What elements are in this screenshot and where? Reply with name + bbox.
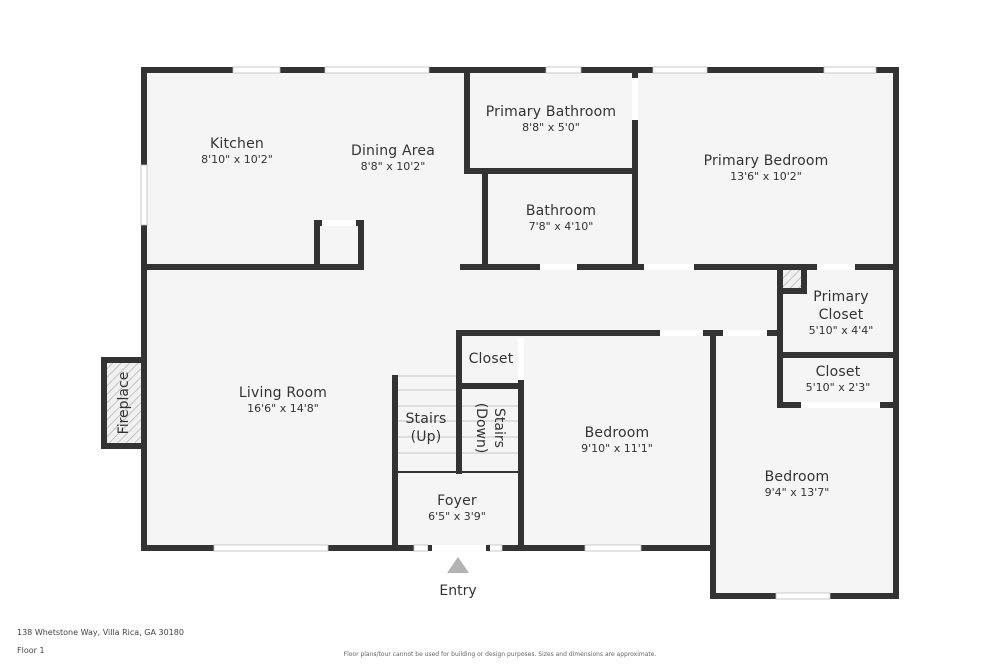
disclaimer: Floor plans/tour cannot be used for buil… (343, 651, 657, 658)
room-name: Kitchen (209, 136, 265, 152)
room-dimensions: 5'10" x 4'4" (808, 324, 874, 337)
room-dimensions: 9'4" x 13'7" (764, 486, 830, 499)
room-stairs-down: Stairs (Down) (472, 403, 508, 454)
room-living-room: Living Room 16'6" x 14'8" (239, 384, 327, 416)
room-dimensions: 13'6" x 10'2" (730, 170, 802, 183)
room-name: Closet (468, 351, 514, 367)
stairs-down-treads (462, 405, 518, 454)
room-name: Living Room (238, 385, 328, 401)
room-name-line2: (Down) (473, 402, 489, 454)
room-dimensions: 8'8" x 5'0" (522, 121, 580, 134)
room-name: Bedroom (764, 469, 830, 485)
room-dimensions: 16'6" x 14'8" (247, 402, 319, 415)
entry-arrow-icon (447, 557, 469, 573)
room-bedroom-center: Bedroom 9'10" x 11'1" (581, 424, 653, 456)
room-dimensions: 5'10" x 2'3" (805, 381, 871, 394)
door-openings (322, 78, 880, 551)
room-primary-bathroom: Primary Bathroom 8'8" x 5'0" (486, 103, 617, 135)
room-closet-right: Closet 5'10" x 2'3" (806, 363, 871, 395)
room-name: Primary Bathroom (485, 104, 617, 120)
room-closet-center: Closet (469, 350, 514, 368)
chimney-icon (783, 270, 801, 288)
property-address: 138 Whetstone Way, Villa Rica, GA 30180 (17, 628, 184, 637)
room-name-line1: Stairs (491, 408, 507, 448)
room-dimensions: 6'5" x 3'9" (428, 510, 486, 523)
room-name-line1: Stairs (405, 411, 447, 427)
entry-label: Entry (439, 583, 477, 599)
room-bedroom-right: Bedroom 9'4" x 13'7" (765, 468, 830, 500)
room-name: Bedroom (584, 425, 650, 441)
room-name: Foyer (437, 493, 477, 509)
stairs-up-treads (398, 375, 456, 454)
room-name-line2: (Up) (410, 429, 442, 445)
room-name: Primary Bedroom (703, 153, 829, 169)
room-name-line2: Closet (818, 307, 864, 323)
room-primary-bedroom: Primary Bedroom 13'6" x 10'2" (704, 152, 829, 184)
room-primary-closet: Primary Closet 5'10" x 4'4" (809, 288, 874, 338)
room-kitchen: Kitchen 8'10" x 10'2" (201, 135, 273, 167)
room-name: Closet (815, 364, 861, 380)
room-name: Dining Area (350, 143, 436, 159)
fireplace-label: Fireplace (116, 371, 132, 435)
floor-label: Floor 1 (17, 646, 45, 655)
room-name: Bathroom (525, 203, 597, 219)
room-bathroom: Bathroom 7'8" x 4'10" (526, 202, 596, 234)
room-dimensions: 8'8" x 10'2" (360, 160, 426, 173)
fireplace (101, 357, 147, 449)
room-dimensions: 7'8" x 4'10" (528, 220, 594, 233)
room-dining-area: Dining Area 8'8" x 10'2" (351, 142, 435, 174)
room-dimensions: 8'10" x 10'2" (201, 153, 273, 166)
room-dimensions: 9'10" x 11'1" (581, 442, 653, 455)
room-stairs-up: Stairs (Up) (405, 410, 446, 446)
room-foyer: Foyer 6'5" x 3'9" (428, 492, 486, 524)
room-name-line1: Primary (813, 289, 869, 305)
windows (140, 66, 877, 600)
